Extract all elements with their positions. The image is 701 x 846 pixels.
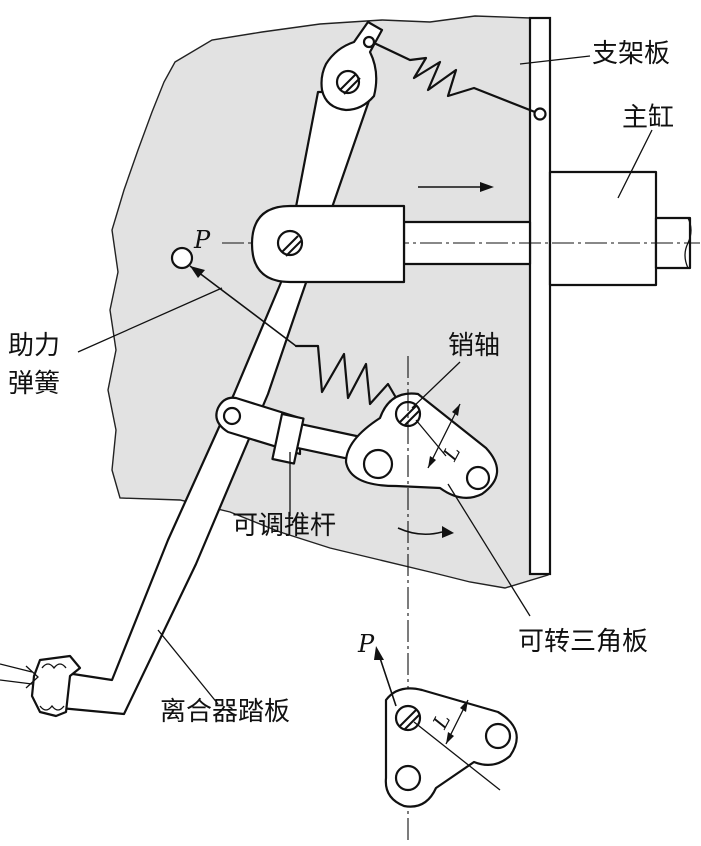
adjustable-push-rod-label: 可调推杆 — [232, 511, 336, 541]
clutch-pedal-leader — [157, 629, 219, 705]
bracket-plate — [528, 16, 552, 576]
assist-spring — [189, 265, 404, 410]
master-cylinder-leader — [617, 129, 653, 199]
clutch-pedal-label: 离合器踏板 — [160, 697, 290, 727]
rotation-arrow — [397, 526, 454, 538]
rotating-triangle-plate-lower — [374, 646, 518, 808]
rotating-triangle-plate-label: 可转三角板 — [518, 627, 648, 657]
triangle-plate-leader — [447, 483, 531, 617]
point-p-top-label: P — [193, 226, 211, 254]
master-cylinder — [548, 170, 692, 287]
point-p-bottom-label: P — [357, 630, 375, 658]
pedal-foot-pad — [30, 654, 82, 718]
master-cylinder-label: 主缸 — [622, 103, 674, 133]
assist-spring-label-line1: 助力 — [8, 331, 60, 361]
bracket-plate-label: 支架板 — [592, 39, 670, 69]
pin-shaft-label: 销轴 — [448, 331, 500, 361]
push-direction-arrow — [418, 182, 494, 192]
return-spring — [370, 40, 547, 121]
rotating-triangle-plate-upper — [344, 392, 499, 499]
bracket-plate-leader — [519, 55, 591, 65]
foot-force-arrow — [0, 663, 39, 689]
pin-shaft-leader — [411, 361, 461, 409]
push-rod-clevis — [250, 204, 406, 284]
assist-spring-label-line2: 弹簧 — [8, 369, 60, 399]
assist-spring-leader — [77, 287, 223, 353]
assist-spring-anchor-point — [170, 246, 194, 270]
